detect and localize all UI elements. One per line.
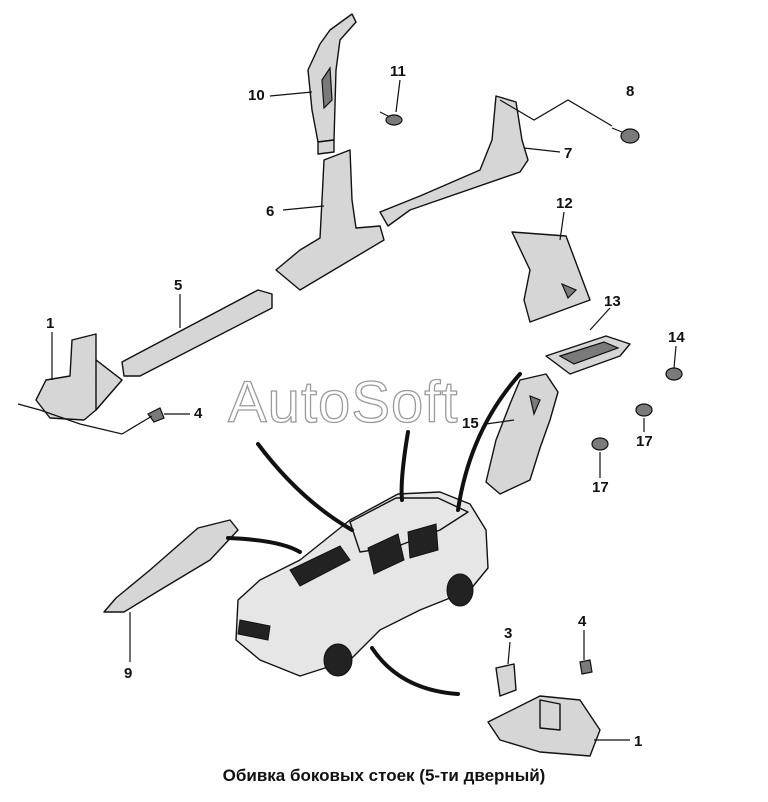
callout-1-top: 1: [46, 315, 54, 332]
watermark-text: AutoSoft: [228, 370, 458, 435]
arrow-arc-front: [226, 536, 302, 554]
callout-11: 11: [390, 63, 406, 80]
part-4-clip-lower: [579, 659, 593, 675]
car-illustration: [235, 491, 489, 677]
callout-8: 8: [626, 83, 634, 100]
part-13-shelf-trim: [545, 335, 631, 375]
callout-17-lower: 17: [592, 479, 609, 496]
part-6-b-pillar-lower-trim: [275, 149, 385, 291]
part-3-bracket: [495, 663, 517, 697]
part-7-rear-sill-trim: [379, 95, 529, 227]
part-17-clip-upper: [635, 403, 653, 417]
part-1-kick-panel-lower: [487, 695, 601, 757]
part-9-a-pillar-trim: [103, 519, 239, 613]
callout-14: 14: [668, 329, 685, 346]
arrow-arc-rear: [456, 372, 522, 512]
callout-1-bottom: 1: [634, 733, 642, 750]
part-17-clip-lower: [591, 437, 609, 451]
arrow-arc-a-pillar: [256, 442, 354, 532]
part-12-c-pillar-trim: [511, 231, 591, 323]
callout-5: 5: [174, 277, 182, 294]
callout-17-upper: 17: [636, 433, 653, 450]
callout-9: 9: [124, 665, 132, 682]
callout-7: 7: [564, 145, 572, 162]
callout-4-bottom: 4: [578, 613, 587, 630]
part-5-front-sill-trim: [121, 289, 273, 377]
arrow-arc-b-pillar: [399, 430, 410, 502]
callout-13: 13: [604, 293, 621, 310]
callout-4-top: 4: [194, 405, 203, 422]
part-11-clip: [379, 111, 403, 126]
part-15-d-pillar-trim: [485, 373, 559, 495]
part-10-upper-pillar-trim: [307, 13, 357, 155]
part-4-clip: [147, 407, 165, 423]
arrow-arc-kick: [370, 646, 460, 696]
callout-15: 15: [462, 415, 479, 432]
callout-6: 6: [266, 203, 274, 220]
callout-3: 3: [504, 625, 512, 642]
part-1-kick-panel: [35, 333, 123, 421]
callout-12: 12: [556, 195, 573, 212]
part-8-clip: [611, 127, 640, 144]
figure-caption: Обивка боковых стоек (5-ти дверный): [222, 766, 546, 785]
part-14-clip: [665, 367, 683, 381]
callout-10: 10: [248, 87, 265, 104]
